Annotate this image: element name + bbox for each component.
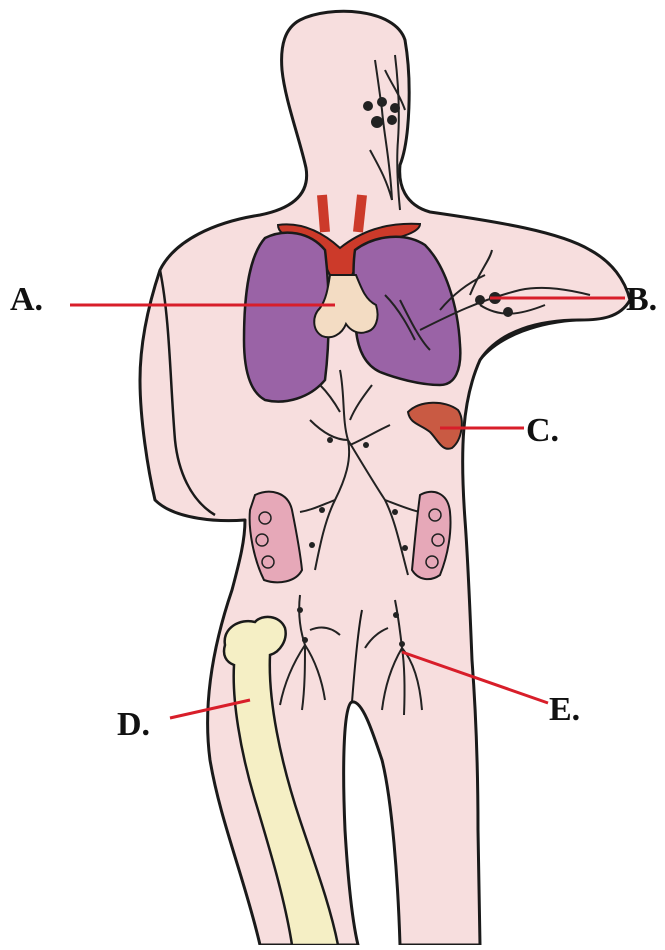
label-a: A. (10, 283, 43, 317)
label-c: C. (526, 414, 559, 448)
label-b: B. (626, 283, 657, 317)
body-silhouette (140, 11, 630, 945)
label-e: E. (549, 693, 580, 727)
neck-artery-left (322, 195, 325, 232)
label-d: D. (117, 708, 150, 742)
neck-artery-right (358, 195, 362, 232)
